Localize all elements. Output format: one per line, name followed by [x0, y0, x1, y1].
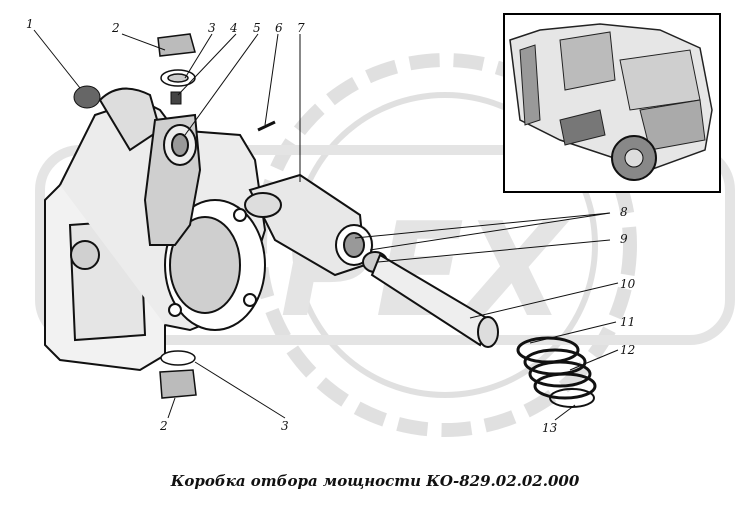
- callout-5: 5: [253, 21, 261, 35]
- callout-13: 13: [542, 421, 558, 435]
- shift-fork: [143, 113, 202, 246]
- callout-labels: 1 2 3 4 5 6 7 8 9 10 11 12 13 2 3: [26, 17, 636, 435]
- callout-9: 9: [620, 232, 628, 246]
- plug-bottom: [159, 350, 197, 399]
- callout-12: 12: [620, 343, 635, 357]
- callout-6: 6: [275, 21, 283, 35]
- pin: [170, 91, 182, 105]
- callout-1: 1: [26, 17, 34, 31]
- callout-3-bottom: 3: [281, 419, 289, 433]
- spring: [516, 336, 597, 408]
- callout-7: 7: [297, 21, 305, 35]
- shaft: [362, 251, 499, 348]
- truck-inset: [503, 13, 721, 193]
- callout-2-top: 2: [111, 21, 120, 35]
- gearbox-housing: [44, 87, 267, 372]
- plug-top: [157, 33, 196, 87]
- callout-2-bottom: 2: [159, 419, 168, 433]
- callout-11: 11: [620, 315, 635, 329]
- cover-disc: [73, 85, 101, 109]
- leader-lines: [33, 29, 619, 421]
- rod: [257, 120, 276, 132]
- callout-3-top: 3: [208, 21, 216, 35]
- figure-caption: Коробка отбора мощности КО-829.02.02.000: [170, 472, 580, 490]
- callout-8: 8: [620, 205, 628, 219]
- callout-4: 4: [229, 21, 238, 35]
- callout-10: 10: [620, 277, 636, 291]
